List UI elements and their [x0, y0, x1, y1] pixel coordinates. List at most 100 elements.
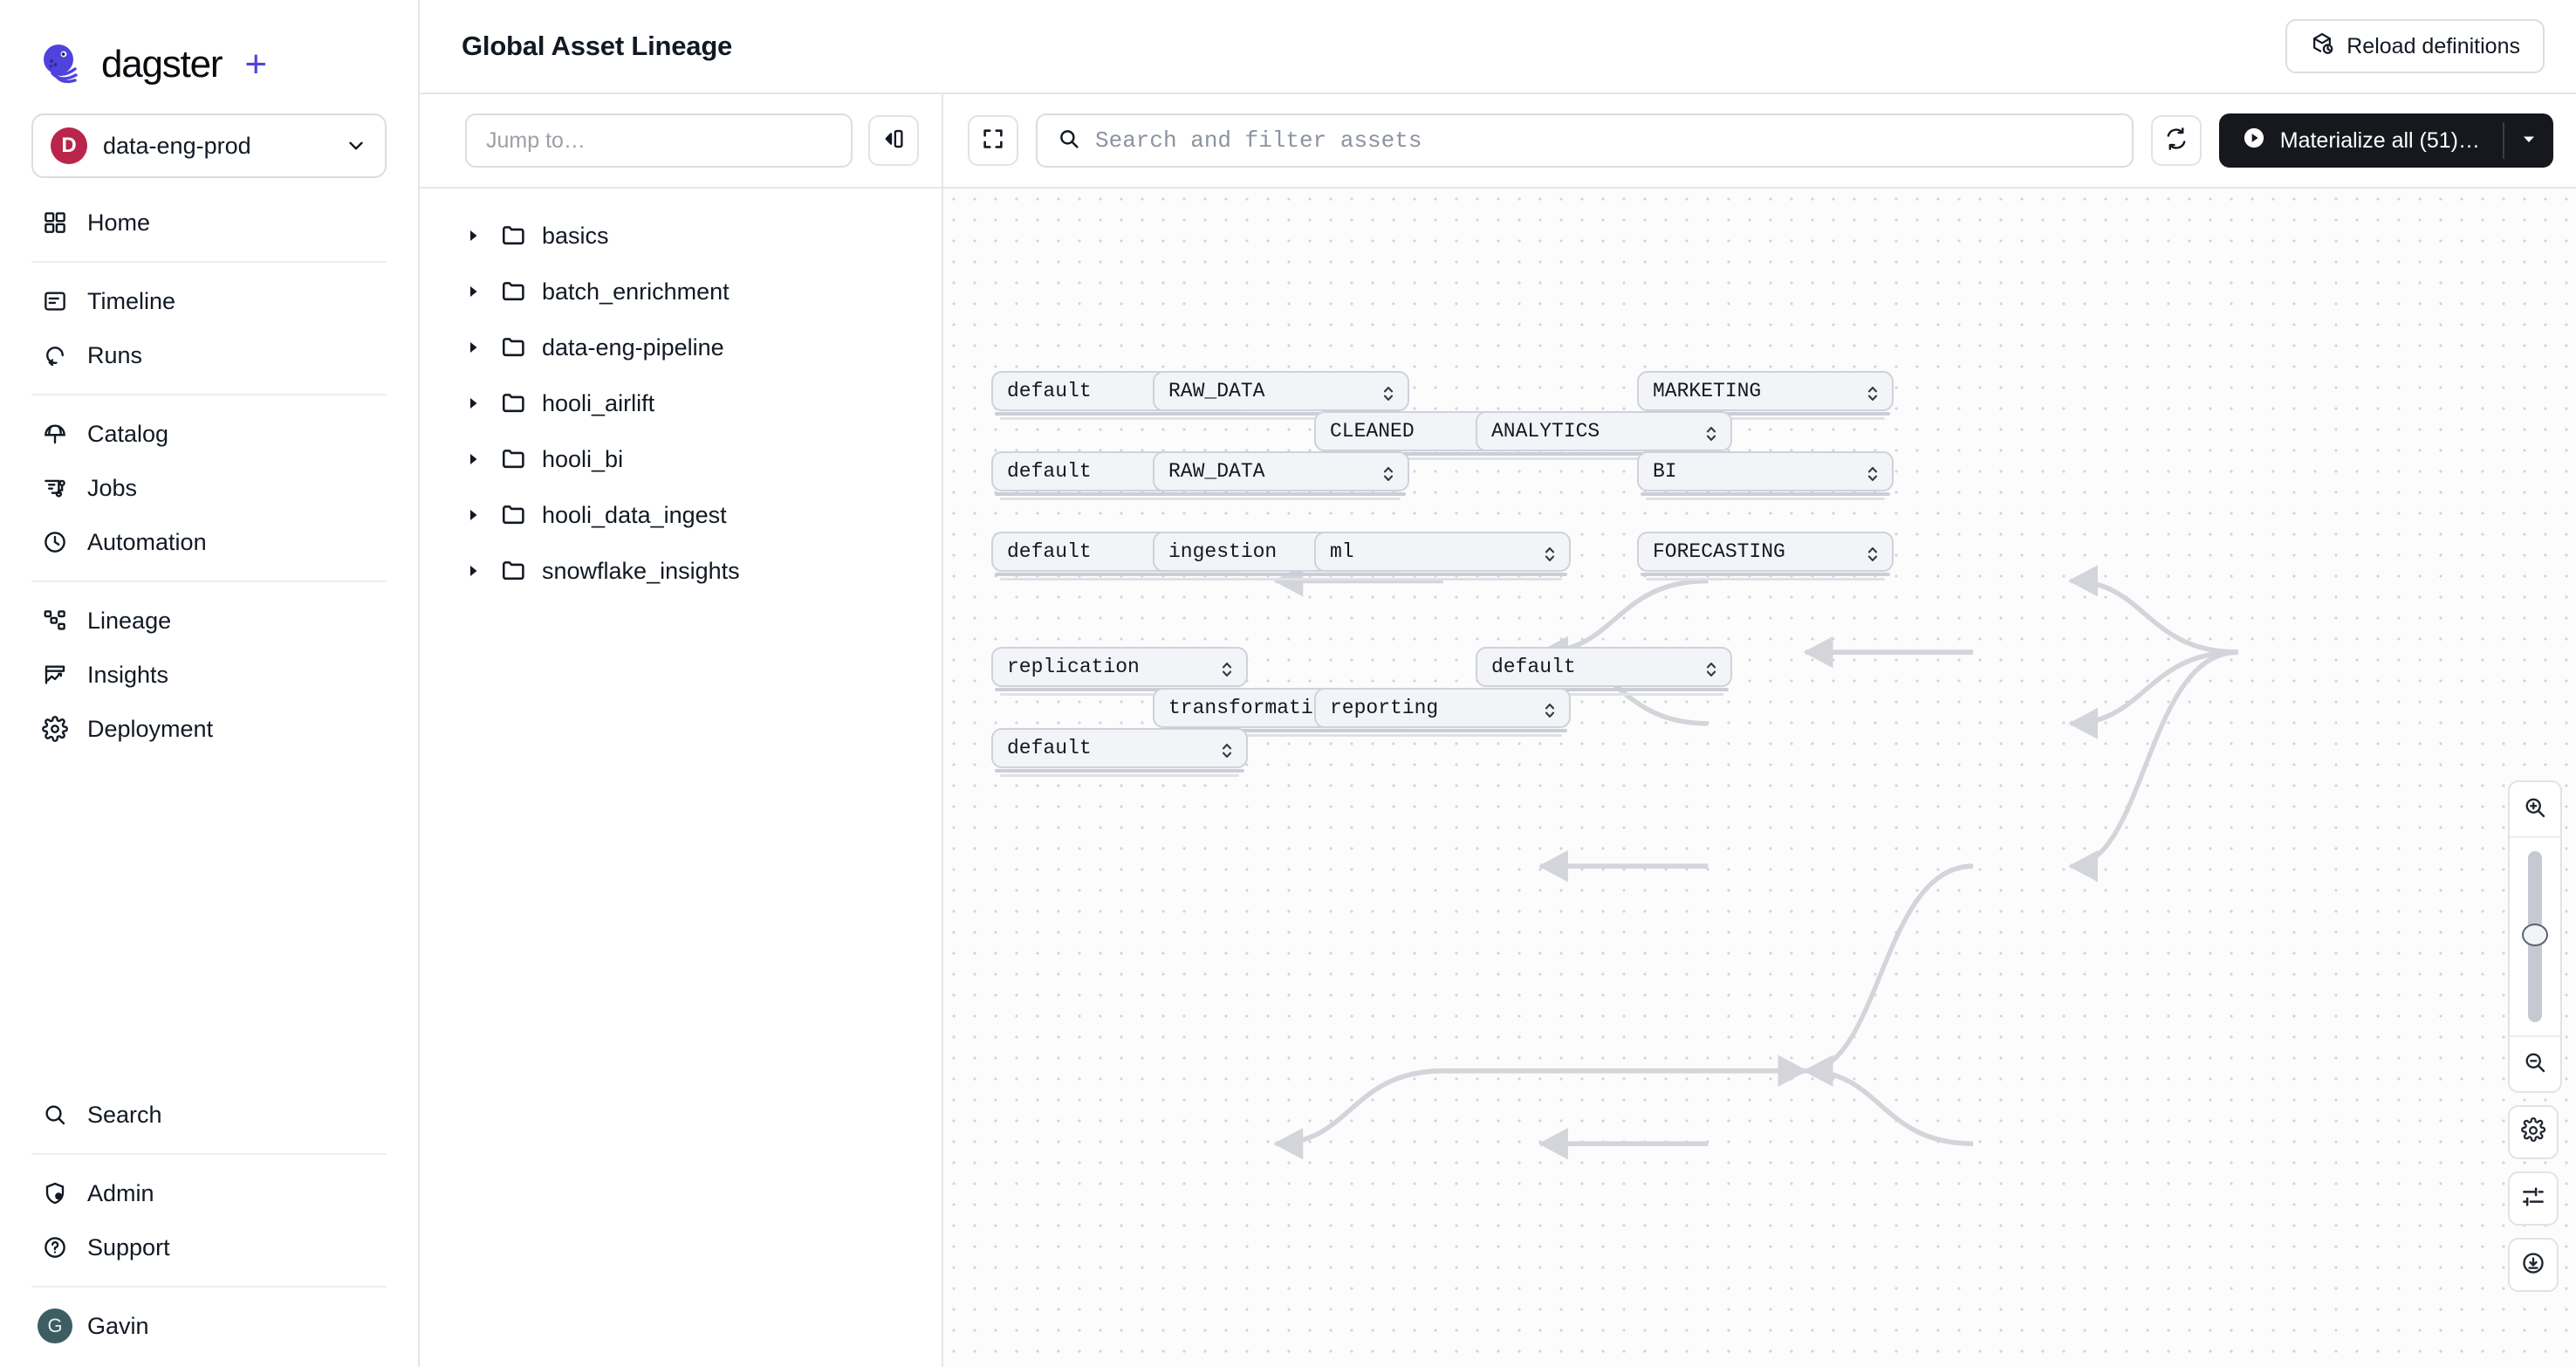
sidebar-item-automation[interactable]: Automation [31, 515, 387, 569]
sidebar-item-runs[interactable]: Runs [31, 328, 387, 382]
tree-item-label: hooli_airlift [542, 389, 655, 416]
caret-right-icon[interactable] [465, 451, 481, 467]
node-stack-indicator [1156, 492, 1406, 496]
caret-right-icon[interactable] [465, 395, 481, 411]
tree-item[interactable]: hooli_bi [420, 431, 942, 487]
asset-group-node-label: replication [1007, 656, 1140, 678]
graph-filters-button[interactable] [2508, 1171, 2559, 1226]
node-stack-indicator [1161, 498, 1401, 500]
reload-definitions-button[interactable]: Reload definitions [2285, 19, 2545, 73]
chevron-up-down-icon[interactable] [1866, 380, 1880, 402]
tree-item[interactable]: batch_enrichment [420, 264, 942, 319]
asset-group-node[interactable]: default [1476, 647, 1732, 687]
asset-group-node[interactable]: ANALYTICS [1476, 411, 1732, 451]
tree-item[interactable]: data-eng-pipeline [420, 319, 942, 375]
chevron-up-down-icon[interactable] [1381, 460, 1395, 483]
collapse-panel-button[interactable] [868, 115, 919, 166]
zoom-out-button[interactable] [2510, 1037, 2560, 1091]
materialize-main[interactable]: Materialize all (51)… [2219, 113, 2503, 168]
asset-group-node[interactable]: FORECASTING [1637, 532, 1894, 572]
asset-group-node-label: default [1007, 460, 1092, 483]
sidebar-item-admin[interactable]: Admin [31, 1166, 387, 1220]
node-stack-indicator [1318, 729, 1567, 732]
asset-group-node-label: ml [1330, 540, 1354, 563]
zoom-controls [2508, 780, 2562, 1292]
materialize-separator [2503, 122, 2504, 159]
chevron-up-down-icon[interactable] [1704, 420, 1718, 443]
user-menu[interactable]: G Gavin [31, 1299, 387, 1353]
caret-right-icon[interactable] [465, 284, 481, 299]
asset-group-node[interactable]: MARKETING [1637, 371, 1894, 411]
search-input[interactable] [1095, 127, 2113, 154]
sidebar-item-jobs[interactable]: Jobs [31, 461, 387, 515]
nav-divider [31, 261, 387, 263]
refresh-button[interactable] [2150, 115, 2202, 166]
asset-group-tree: basics batch_enrichment data-eng-pipelin… [420, 189, 943, 1367]
caret-right-icon[interactable] [465, 563, 481, 579]
zoom-slider-thumb[interactable] [2522, 923, 2548, 946]
tree-item[interactable]: basics [420, 208, 942, 264]
asset-group-node[interactable]: BI [1637, 451, 1894, 491]
graph-settings-button[interactable] [2508, 1105, 2559, 1159]
node-stack-indicator [1161, 417, 1401, 420]
primary-nav: Home Timeline Runs [0, 196, 418, 756]
chevron-up-down-icon[interactable] [1866, 540, 1880, 563]
brand[interactable]: dagster + [0, 0, 418, 94]
zoom-slider[interactable] [2510, 836, 2560, 1037]
asset-group-node[interactable]: default [991, 728, 1248, 768]
sidebar-item-home[interactable]: Home [31, 196, 387, 250]
asset-group-node[interactable]: reporting [1314, 688, 1571, 728]
chevron-up-down-icon[interactable] [1220, 656, 1234, 678]
graph-edges [1273, 565, 2238, 1160]
folder-icon [500, 389, 528, 417]
sidebar-item-label: Admin [87, 1179, 154, 1206]
fullscreen-icon [980, 126, 1006, 156]
chevron-up-down-icon[interactable] [1543, 540, 1557, 563]
zoom-in-button[interactable] [2510, 782, 2560, 836]
sidebar-bottom: Search Admin Support [0, 1088, 418, 1367]
fullscreen-button[interactable] [968, 115, 1018, 166]
sidebar-item-timeline[interactable]: Timeline [31, 274, 387, 328]
sidebar-item-search[interactable]: Search [31, 1088, 387, 1142]
sidebar-item-deployment[interactable]: Deployment [31, 702, 387, 756]
dagster-logo-icon [37, 40, 86, 89]
asset-group-node[interactable]: replication [991, 647, 1248, 687]
chevron-up-down-icon[interactable] [1543, 697, 1557, 719]
sidebar-item-insights[interactable]: Insights [31, 648, 387, 702]
asset-group-node[interactable]: ml [1314, 532, 1571, 572]
asset-group-node[interactable]: RAW_DATA [1153, 371, 1409, 411]
caret-right-icon[interactable] [465, 507, 481, 523]
tree-item-label: basics [542, 222, 609, 249]
chevron-up-down-icon[interactable] [1704, 656, 1718, 678]
materialize-all-button[interactable]: Materialize all (51)… [2218, 113, 2553, 168]
sidebar-item-catalog[interactable]: Catalog [31, 407, 387, 461]
caret-right-icon[interactable] [465, 340, 481, 355]
chevron-up-down-icon[interactable] [1866, 460, 1880, 483]
tree-item[interactable]: snowflake_insights [420, 543, 942, 599]
node-stack-indicator [1000, 693, 1239, 696]
chevron-up-down-icon[interactable] [1381, 380, 1395, 402]
sidebar-item-label: Home [87, 209, 151, 236]
graph-download-button[interactable] [2508, 1238, 2559, 1292]
chevron-up-down-icon[interactable] [1220, 737, 1234, 759]
refresh-icon [2163, 126, 2189, 156]
sidebar-item-label: Timeline [87, 287, 176, 314]
tree-item-label: hooli_bi [542, 445, 624, 472]
tree-item[interactable]: hooli_data_ingest [420, 487, 942, 543]
asset-group-node[interactable]: RAW_DATA [1153, 451, 1409, 491]
tree-item-label: snowflake_insights [542, 557, 740, 584]
sidebar-item-label: Lineage [87, 607, 172, 634]
caret-right-icon[interactable] [465, 228, 481, 244]
sidebar-item-lineage[interactable]: Lineage [31, 594, 387, 648]
asset-search-field[interactable] [1036, 113, 2134, 168]
sidebar-item-support[interactable]: Support [31, 1220, 387, 1274]
jump-to-input[interactable] [465, 113, 853, 168]
org-switcher[interactable]: D data-eng-prod [31, 113, 387, 178]
top-bar: Global Asset Lineage Reload definitions [420, 0, 2576, 94]
asset-group-node-label: default [1007, 380, 1092, 402]
node-stack-indicator [1323, 457, 1562, 460]
tree-item[interactable]: hooli_airlift [420, 375, 942, 431]
toolbar-left [420, 93, 943, 188]
materialize-dropdown-button[interactable] [2504, 113, 2553, 168]
